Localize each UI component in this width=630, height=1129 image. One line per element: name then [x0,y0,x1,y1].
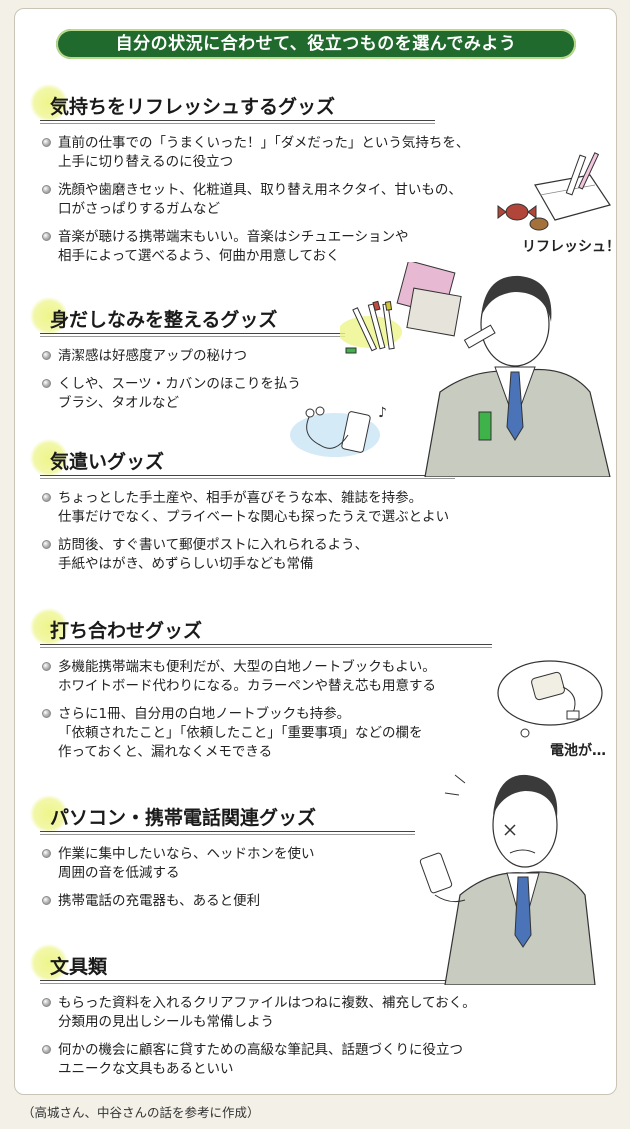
worried-man-illustration [419,774,596,985]
bullet-icon [42,1045,51,1054]
section-refresh: 気持ちをリフレッシュするグッズ 直前の仕事での「うまくいった！」「ダメだった」と… [30,84,469,275]
toiletries-illustration [497,152,611,231]
bullet-icon [42,185,51,194]
section-grooming: 身だしなみを整えるグッズ 清潔感は好感度アップの秘けつ くしや、スーツ・カバンの… [30,297,345,422]
section-pc-phone: パソコン・携帯電話関連グッズ 作業に集中したいなら、ヘッドホンを使い 周囲の音を… [30,795,415,920]
item-list: もらった資料を入れるクリアファイルはつねに複数、補充しておく。 分類用の見出しシ… [30,994,476,1079]
item-list: 作業に集中したいなら、ヘッドホンを使い 周囲の音を低減する 携帯電話の充電器も、… [30,845,315,911]
bullet-icon [42,896,51,905]
section-title: 打ち合わせグッズ [50,620,203,642]
section-rule [40,831,415,835]
section-rule [40,120,435,124]
source-note: （高城さん、中谷さんの話を参考に作成） [22,1105,260,1120]
section-stationery: 文具類 もらった資料を入れるクリアファイルはつねに複数、補充しておく。 分類用の… [30,944,500,1088]
bullet-icon [42,998,51,1007]
section-title: 文具類 [50,956,108,978]
list-item: ちょっとした手土産や、相手が喜びそうな本、雑誌を持参。 仕事だけでなく、プライベ… [30,489,449,527]
section-title: 気遣いグッズ [50,451,165,473]
bullet-icon [42,662,51,671]
list-item: 何かの機会に顧客に貸すための高級な筆記具、話題づくりに役立つ ユニークな文具もあ… [30,1041,476,1079]
highlight-blob [30,795,68,833]
section-title: パソコン・携帯電話関連グッズ [50,807,317,829]
bullet-icon [42,138,51,147]
section-rule [40,644,492,648]
section-rule [40,333,345,337]
section-title: 気持ちをリフレッシュするグッズ [50,96,336,118]
section-rule [40,980,500,984]
list-item: 音楽が聴ける携帯端末もいい。音楽はシチュエーションや 相手によって選べるよう、何… [30,228,469,266]
section-consideration: 気遣いグッズ ちょっとした手土産や、相手が喜びそうな本、雑誌を持参。 仕事だけで… [30,439,455,583]
bullet-icon [42,379,51,388]
list-item: 訪問後、すぐ書いて郵便ポストに入れられるよう、 手紙やはがき、めずらしい切手など… [30,536,449,574]
charger-thought-illustration [497,660,603,738]
section-meeting: 打ち合わせグッズ 多機能携帯端末も便利だが、大型の白地ノートブックもよい。 ホワ… [30,608,492,771]
list-item: さらに1冊、自分用の白地ノートブックも持参。 「依頼されたこと」「依頼したこと」… [30,705,436,762]
bullet-icon [42,709,51,718]
highlight-blob [30,297,68,335]
svg-text:♪: ♪ [378,405,387,421]
list-item: くしや、スーツ・カバンのほこりを払う ブラシ、タオルなど [30,375,301,413]
banner-title: 自分の状況に合わせて、役立つものを選んでみよう [56,29,576,59]
battery-caption: 電池が… [550,743,606,759]
refresh-caption: リフレッシュ！ [522,239,620,255]
section-rule [40,475,455,479]
list-item: もらった資料を入れるクリアファイルはつねに複数、補充しておく。 分類用の見出しシ… [30,994,476,1032]
item-list: 直前の仕事での「うまくいった！」「ダメだった」という気持ちを、 上手に切り替える… [30,134,469,266]
highlight-blob [30,944,68,982]
bullet-icon [42,849,51,858]
highlight-blob [30,439,68,477]
businessman-illustration [424,275,611,477]
list-item: 携帯電話の充電器も、あると便利 [30,892,315,911]
list-item: 作業に集中したいなら、ヘッドホンを使い 周囲の音を低減する [30,845,315,883]
bullet-icon [42,232,51,241]
music-player-illustration: ♪ [290,405,387,457]
list-item: 直前の仕事での「うまくいった！」「ダメだった」という気持ちを、 上手に切り替える… [30,134,469,172]
bullet-icon [42,540,51,549]
item-list: 多機能携帯端末も便利だが、大型の白地ノートブックもよい。 ホワイトボード代わりに… [30,658,436,762]
bullet-icon [42,351,51,360]
list-item: 多機能携帯端末も便利だが、大型の白地ノートブックもよい。 ホワイトボード代わりに… [30,658,436,696]
list-item: 洗顔や歯磨きセット、化粧道具、取り替え用ネクタイ、甘いもの、 口がさっぱりするガ… [30,181,469,219]
highlight-blob [30,84,68,122]
notebooks-pens-illustration [340,262,462,354]
section-title: 身だしなみを整えるグッズ [50,309,278,331]
item-list: ちょっとした手土産や、相手が喜びそうな本、雑誌を持参。 仕事だけでなく、プライベ… [30,489,449,574]
highlight-blob [30,608,68,646]
list-item: 清潔感は好感度アップの秘けつ [30,347,301,366]
item-list: 清潔感は好感度アップの秘けつ くしや、スーツ・カバンのほこりを払う ブラシ、タオ… [30,347,301,413]
bullet-icon [42,493,51,502]
